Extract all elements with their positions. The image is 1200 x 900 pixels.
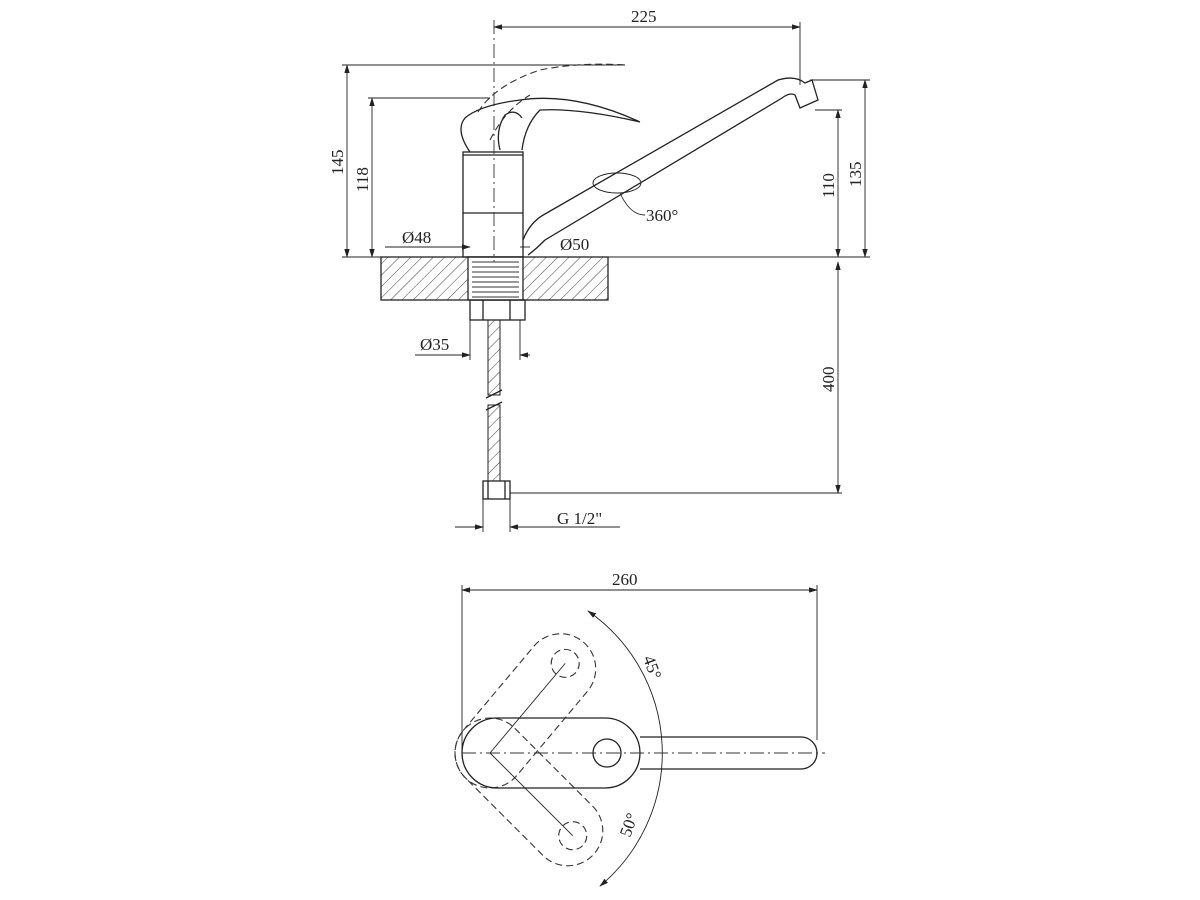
hose-fitting	[482, 480, 511, 500]
label-base-diameter: Ø50	[560, 235, 589, 254]
label-spout-outlet-height: 110	[819, 173, 838, 198]
threaded-shank	[467, 256, 524, 301]
shank-thread-lines	[472, 261, 519, 298]
label-hose-length: 400	[819, 367, 838, 393]
swivel-marker	[592, 172, 642, 194]
swivel-spout	[522, 77, 819, 256]
lever-raised-outline	[477, 63, 626, 113]
dimension-lines	[342, 22, 870, 532]
label-reach: 225	[631, 7, 657, 26]
label-total-height: 145	[328, 150, 347, 176]
spout-rotated-right	[454, 717, 604, 867]
side-view: 360°	[328, 7, 870, 532]
label-spout-rotation: 360°	[646, 206, 678, 225]
label-spout-top-height: 135	[846, 162, 865, 188]
label-width: 260	[612, 570, 638, 589]
label-hose-thread: G 1/2"	[557, 509, 602, 528]
faucet-body	[462, 151, 524, 258]
label-lever-height: 118	[353, 167, 372, 192]
spout-rotated-left	[454, 633, 597, 789]
label-shank-diameter: Ø35	[420, 335, 449, 354]
mounting-nut	[469, 299, 526, 321]
label-angle-right: 50°	[616, 810, 642, 839]
label-angle-left: 45°	[639, 653, 665, 682]
label-body-diameter: Ø48	[402, 228, 431, 247]
lever-handle	[460, 97, 641, 153]
rotation-arc	[587, 610, 663, 887]
top-view: 260 45° 50°	[454, 570, 825, 887]
supply-hose	[482, 319, 511, 500]
